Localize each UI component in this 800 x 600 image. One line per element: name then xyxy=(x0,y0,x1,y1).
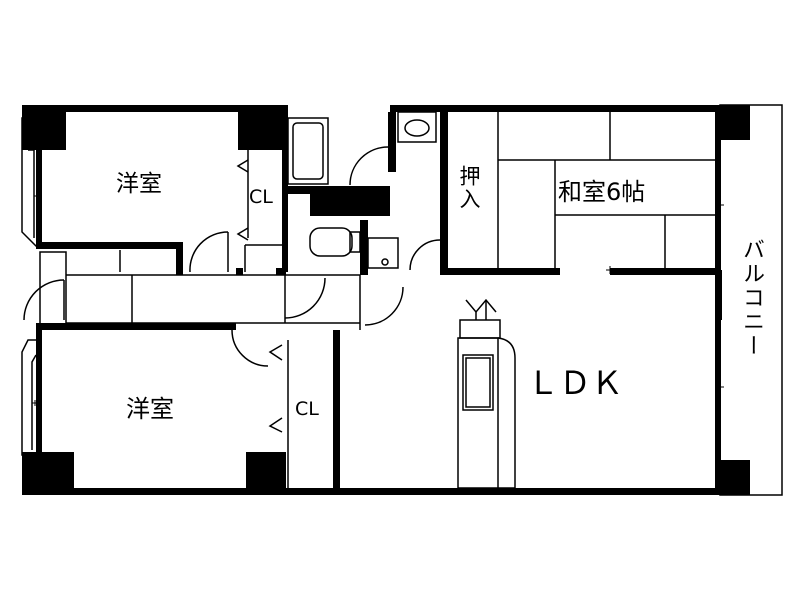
door-hall xyxy=(284,277,326,319)
closet-door-lower xyxy=(268,344,283,361)
room-label-japanese-room: 和室6帖 xyxy=(558,178,646,206)
sink xyxy=(462,354,494,411)
door-ldk xyxy=(364,286,404,326)
column xyxy=(715,460,750,495)
counter-block xyxy=(310,186,390,216)
door-upper-room xyxy=(189,231,229,273)
column xyxy=(22,452,74,495)
door-bath xyxy=(349,146,389,186)
bathtub xyxy=(287,117,329,185)
column xyxy=(22,105,66,150)
room-label-balcony: バルコニー xyxy=(739,238,764,358)
walls xyxy=(22,105,750,495)
room-label-western-lower: 洋室 xyxy=(126,395,174,423)
ticks xyxy=(32,193,724,406)
room-label-closet-lower: CL xyxy=(295,398,319,420)
column xyxy=(238,105,282,150)
washbasin xyxy=(397,111,437,143)
room-label-western-upper: 洋室 xyxy=(116,171,162,197)
entrance-notch xyxy=(39,251,67,325)
room-label-ldk: ＬＤＫ xyxy=(527,364,624,402)
toilet xyxy=(309,227,353,257)
kitchen-counter xyxy=(457,337,499,489)
column xyxy=(715,105,750,140)
door-entrance xyxy=(23,279,65,321)
bay-window-lower xyxy=(21,339,38,456)
closet-door-upper xyxy=(236,159,249,173)
door-lower-room xyxy=(231,329,269,367)
door-toilet xyxy=(409,239,441,271)
stove xyxy=(459,319,501,339)
doors xyxy=(23,146,441,433)
outline-thin xyxy=(21,104,783,496)
room-label-oshiire: 押入 xyxy=(457,165,481,211)
column xyxy=(246,452,286,495)
room-label-closet-upper: CL xyxy=(249,186,273,208)
